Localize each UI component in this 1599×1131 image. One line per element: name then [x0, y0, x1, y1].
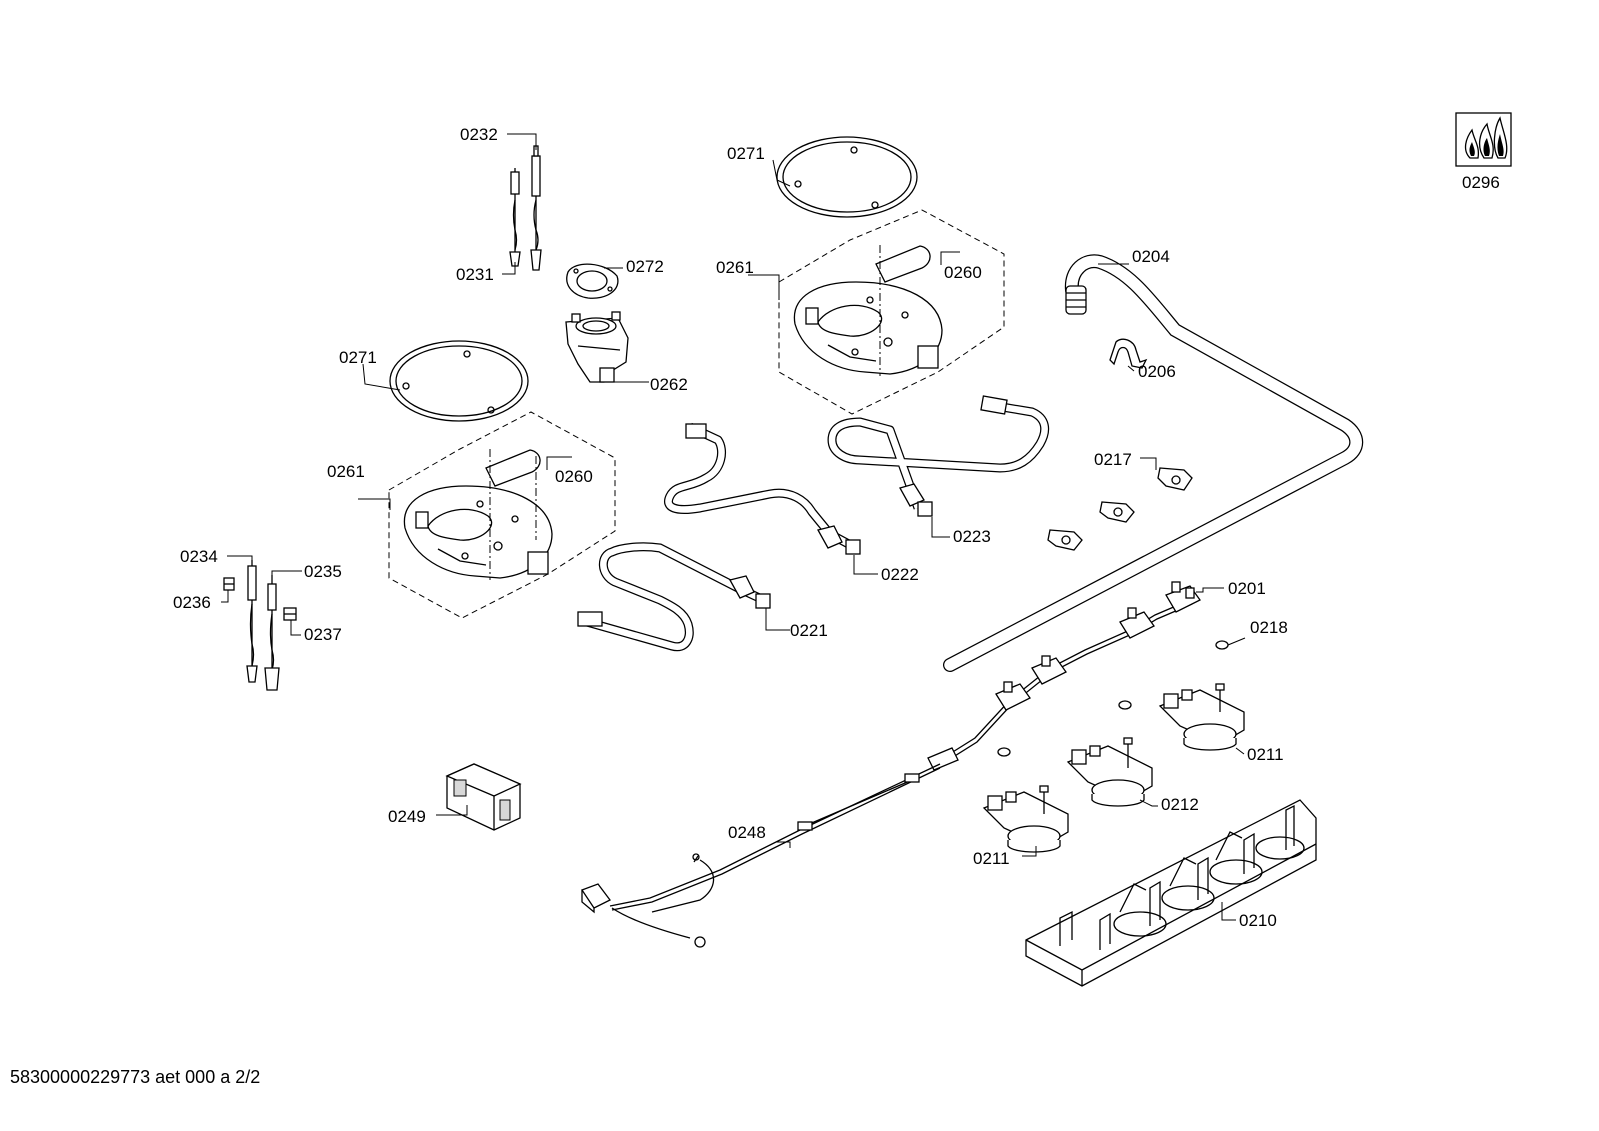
sealing-ring-0271-top [776, 136, 918, 218]
label-0260-top: 0260 [944, 263, 982, 282]
leader-0221 [765, 608, 790, 631]
sealing-ring-0271-left [389, 340, 529, 422]
label-0204: 0204 [1132, 247, 1170, 266]
leader-0234 [227, 555, 253, 566]
label-0221: 0221 [790, 621, 828, 640]
thermocouple-0232 [530, 145, 542, 271]
ignition-switch-harness-0201 [927, 581, 1201, 771]
leader-0218 [1227, 637, 1246, 646]
leader-0232 [507, 133, 537, 150]
label-0260-left: 0260 [555, 467, 593, 486]
leader-0217 [1140, 457, 1157, 470]
label-0232: 0232 [460, 125, 498, 144]
label-0211-left: 0211 [973, 849, 1010, 868]
label-0218: 0218 [1250, 618, 1288, 637]
gas-tap-0212 [1066, 737, 1153, 807]
gas-tap-0211-right [1158, 683, 1245, 751]
label-0212: 0212 [1161, 795, 1199, 814]
leader-0271-top [772, 159, 791, 187]
gas-pipe-0204 [943, 254, 1364, 672]
gas-tap-0211-left [982, 785, 1069, 853]
label-0231: 0231 [456, 265, 494, 284]
leader-0235 [271, 570, 302, 580]
label-0237: 0237 [304, 625, 342, 644]
gas-tap-holder-0210 [1025, 799, 1317, 987]
burner-base-0261-top [778, 209, 1005, 415]
label-0206: 0206 [1138, 362, 1176, 381]
leader-0249 [436, 805, 468, 816]
label-0222: 0222 [881, 565, 919, 584]
leader-0222 [853, 555, 878, 575]
ignition-module-0249 [445, 763, 522, 831]
leader-0236 [221, 590, 229, 603]
label-0261-left: 0261 [327, 462, 365, 481]
leader-0201 [1196, 587, 1224, 593]
thermocouple-0231 [509, 168, 521, 267]
spring-clip-0217 [1047, 467, 1193, 551]
leader-0260-top [940, 251, 960, 265]
label-0249: 0249 [388, 807, 426, 826]
label-0262: 0262 [650, 375, 688, 394]
pipe-clamp-0206 [1109, 338, 1148, 369]
leader-0206 [1127, 365, 1135, 372]
leader-0271-left [362, 363, 401, 391]
label-0296: 0296 [1462, 173, 1500, 192]
nut-0237 [283, 607, 297, 621]
wiring-harness-0248 [581, 763, 941, 948]
label-0261-top: 0261 [716, 258, 754, 277]
gas-line-0222 [664, 422, 861, 555]
leader-0210 [1221, 902, 1236, 921]
label-0217: 0217 [1094, 450, 1132, 469]
leader-0212 [1139, 799, 1158, 807]
leader-0231 [502, 262, 516, 275]
label-0236: 0236 [173, 593, 211, 612]
leader-0237 [290, 620, 301, 636]
leader-0211-right [1235, 747, 1245, 755]
label-0248: 0248 [728, 823, 766, 842]
nut-0236 [223, 577, 235, 591]
leader-0261-top [748, 274, 780, 300]
label-0272: 0272 [626, 257, 664, 276]
leader-0223 [931, 517, 950, 538]
leader-0248 [776, 841, 791, 848]
label-0223: 0223 [953, 527, 991, 546]
leader-0261-left [358, 498, 391, 510]
ignition-electrode-0235 [264, 575, 280, 691]
document-id: 58300000229773 aet 000 a 2/2 [10, 1067, 261, 1087]
label-0271-top: 0271 [727, 144, 765, 163]
label-0234: 0234 [180, 547, 218, 566]
label-0211-right: 0211 [1247, 745, 1284, 764]
ignition-electrode-0234 [246, 560, 258, 683]
label-0201: 0201 [1228, 579, 1266, 598]
label-0235: 0235 [304, 562, 342, 581]
gasket-0272 [566, 263, 619, 299]
label-0271-left: 0271 [339, 348, 377, 367]
valve-housing-0262 [565, 311, 629, 383]
label-0210: 0210 [1239, 911, 1277, 930]
burner-base-0261-left [388, 411, 616, 619]
leader-0260-left [546, 456, 572, 470]
leader-0211-left [1022, 846, 1037, 857]
gas-line-0223 [827, 395, 1050, 517]
three-flames-icon [1455, 112, 1512, 167]
gas-line-0221 [577, 542, 771, 652]
